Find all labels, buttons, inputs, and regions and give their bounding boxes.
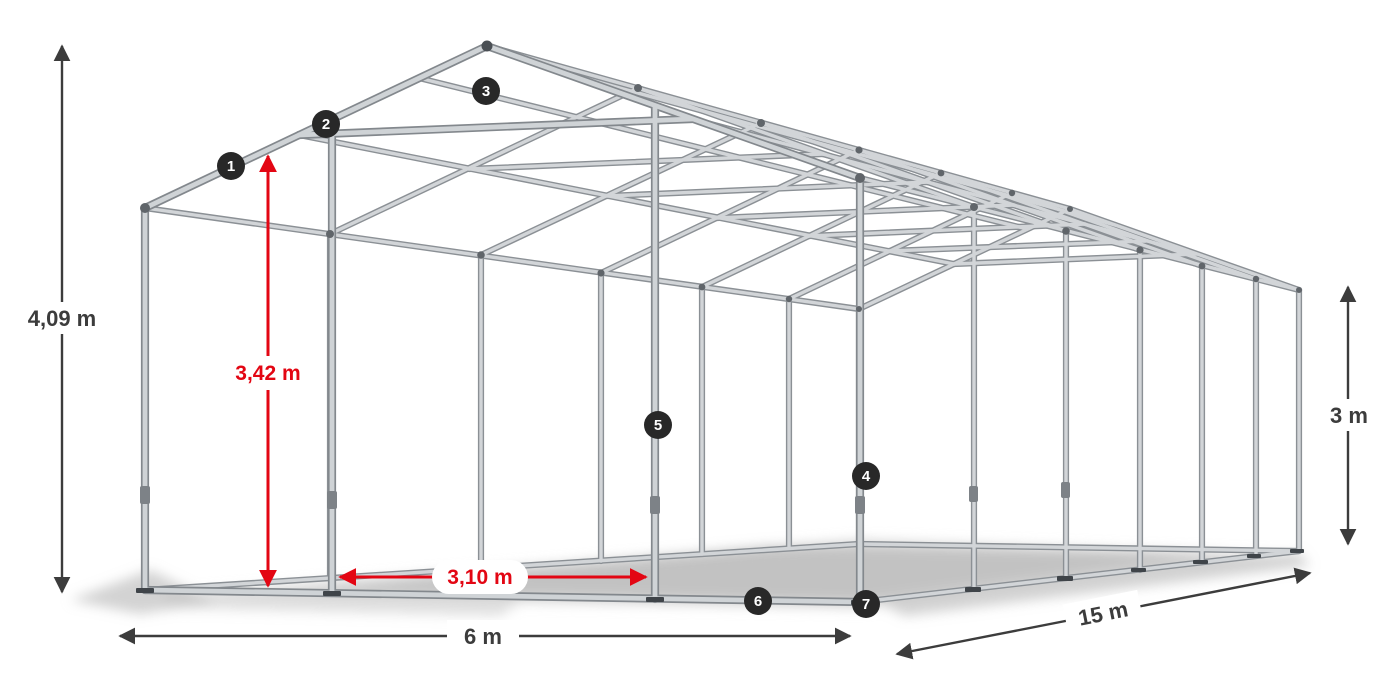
part-marker-4[interactable]: 4: [852, 462, 880, 490]
dimension-length: 15 m: [895, 567, 1312, 660]
part-marker-6[interactable]: 6: [744, 587, 772, 615]
dimension-side-height: 3 m: [1319, 285, 1379, 546]
part-marker-number: 6: [754, 593, 762, 610]
dimension-label-bg: [447, 620, 519, 652]
part-marker-7[interactable]: 7: [852, 590, 880, 618]
part-marker-number: 4: [862, 468, 871, 485]
part-markers: 1 2 3 4 5 6 7: [217, 77, 880, 618]
dimension-entrance-width: 3,10 m: [338, 560, 648, 594]
part-marker-3[interactable]: 3: [472, 77, 500, 105]
dimension-label-bg: [1062, 589, 1144, 637]
dimension-label-bg: [14, 302, 110, 334]
dimension-label-bg: [432, 560, 528, 594]
frame-connectors: [140, 40, 1302, 312]
entrance-width-label: 3,10 m: [447, 566, 512, 589]
part-marker-number: 3: [482, 83, 490, 100]
part-marker-number: 1: [227, 158, 235, 175]
dimension-total-height: 4,09 m: [14, 44, 110, 594]
part-marker-2[interactable]: 2: [312, 110, 340, 138]
dimension-label-bg: [222, 356, 314, 390]
part-marker-number: 7: [862, 596, 870, 613]
total-height-label: 4,09 m: [28, 306, 97, 331]
side-height-label: 3 m: [1330, 403, 1368, 428]
width-label: 6 m: [464, 624, 502, 649]
inner-height-label: 3,42 m: [235, 362, 300, 385]
pole-sleeves: [140, 482, 1070, 514]
part-marker-1[interactable]: 1: [217, 152, 245, 180]
part-marker-number: 2: [322, 116, 330, 133]
dimension-label-bg: [1319, 399, 1379, 431]
dimension-inner-height: 3,42 m: [222, 154, 314, 588]
dimension-width: 6 m: [118, 620, 852, 652]
part-marker-5[interactable]: 5: [644, 411, 672, 439]
part-marker-number: 5: [654, 417, 662, 434]
